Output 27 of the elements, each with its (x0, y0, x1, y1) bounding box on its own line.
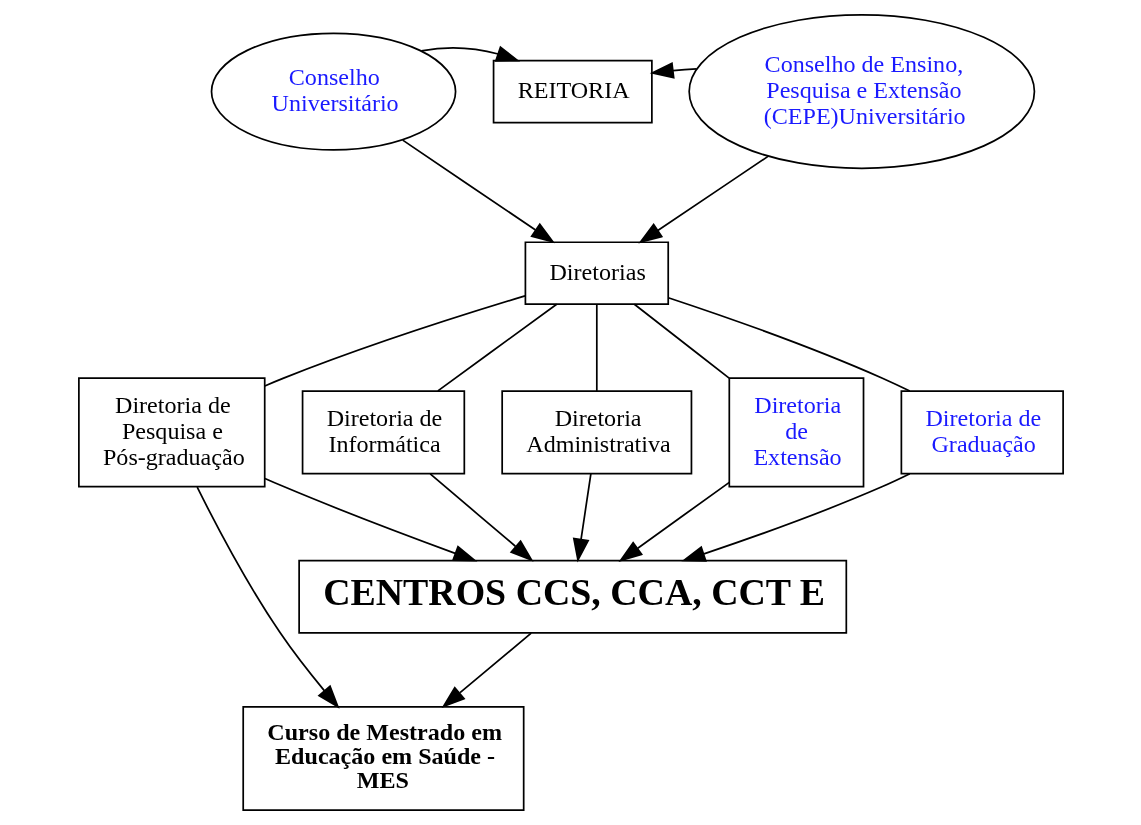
connector (595, 303, 598, 392)
node-box: REITORIA (492, 59, 653, 124)
arrow (428, 473, 534, 562)
arrow (680, 472, 911, 562)
node-ellipse: Conselho de Ensino, Pesquisa e Extensão (CEPE)Universitário (687, 14, 1035, 170)
node-box: Diretorias (524, 241, 669, 306)
connector (436, 303, 558, 392)
node-box: Diretoria Administrativa (500, 390, 692, 475)
arrow (401, 139, 555, 244)
node-box: Diretoria de Informática (301, 390, 465, 475)
arrow (195, 486, 340, 709)
arrow (441, 632, 532, 709)
node-box: Diretoria de Pesquisa e Pós-graduação (77, 377, 266, 488)
arrow (263, 477, 477, 562)
node-box: Diretoria de Extensão (727, 377, 864, 488)
connector (633, 303, 730, 380)
node-box: Diretoria de Graduação (900, 390, 1064, 475)
connector (666, 296, 911, 392)
arrow (420, 45, 520, 62)
node-box: CENTROS CCS, CCA, CCT E (297, 559, 847, 634)
connector (263, 295, 526, 387)
arrow (649, 62, 697, 79)
arrow (637, 155, 769, 244)
node-ellipse: Conselho Universitário (210, 32, 456, 151)
node-box: Curso de Mestrado em Educação em Saúde - MES (241, 705, 525, 811)
arrow (618, 481, 730, 563)
arrow (572, 473, 592, 563)
